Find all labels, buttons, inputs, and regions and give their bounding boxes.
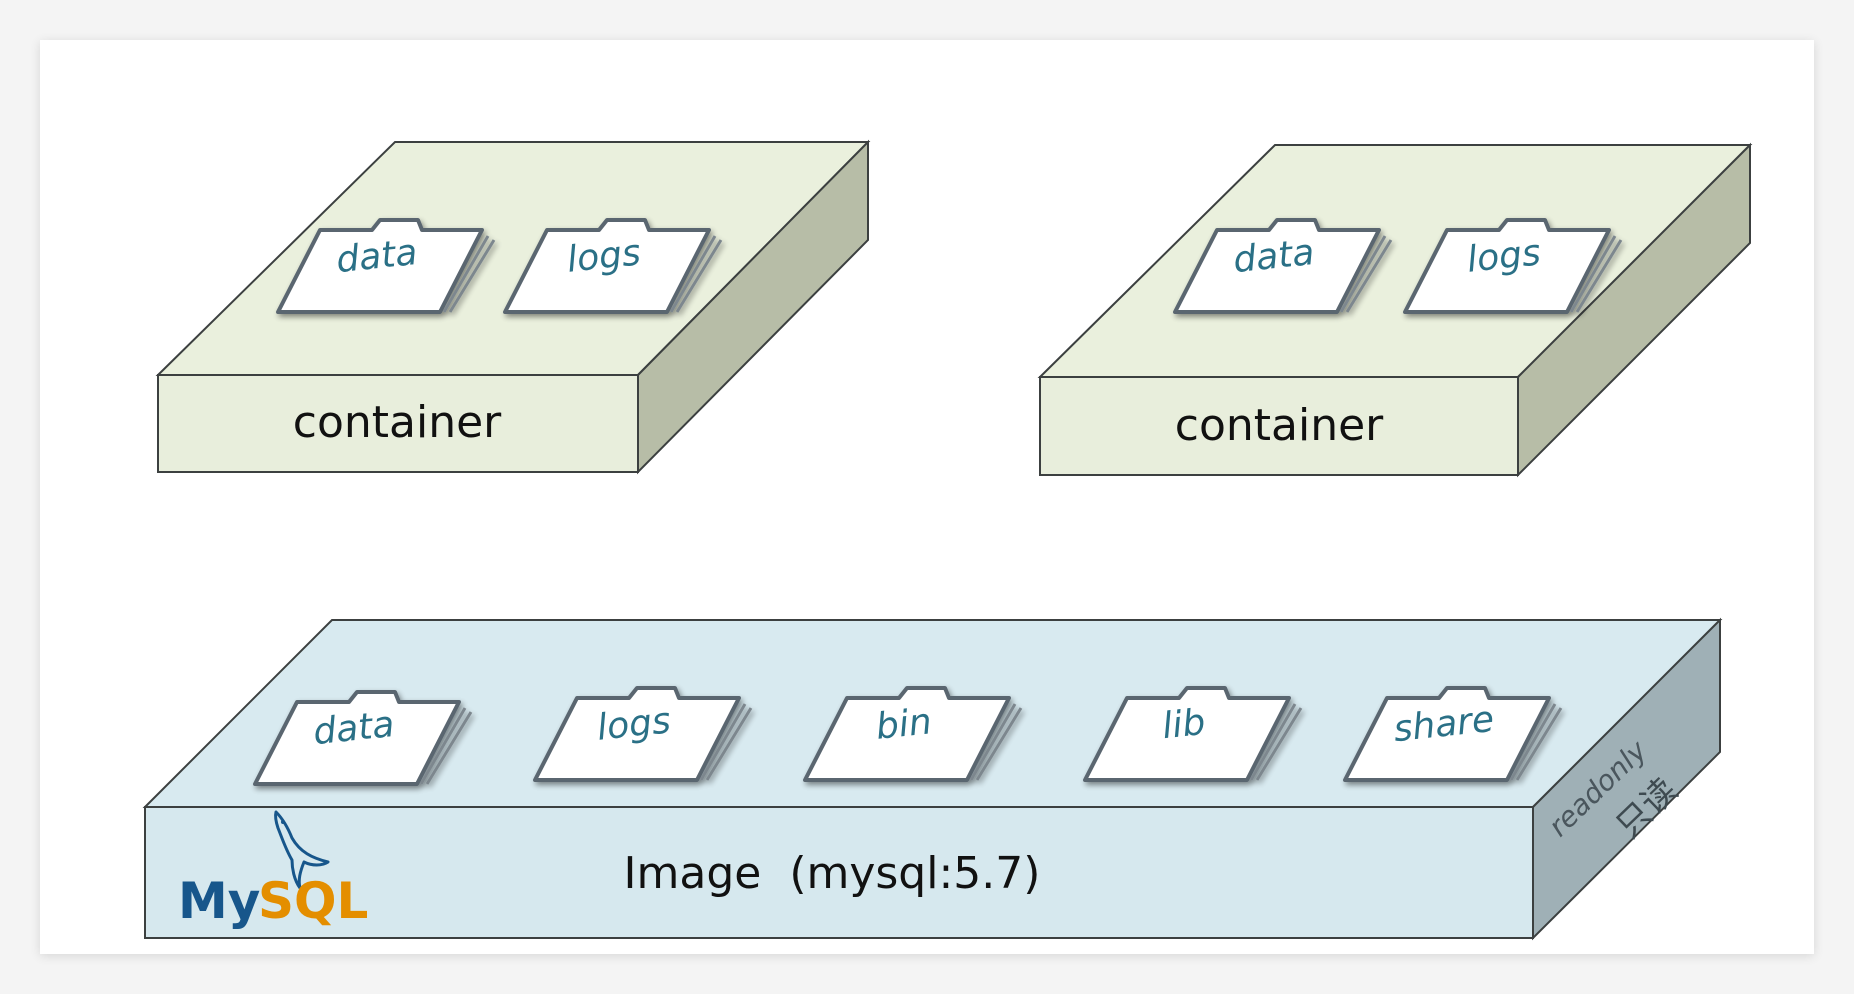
folder-icon: bin [803,686,1023,782]
container-1-label: container [293,397,502,448]
container-box-2: container data logs [1037,142,1753,478]
container-1-folder-data: data [334,232,419,281]
container-2-folder-logs: logs [1465,232,1543,280]
folder-icon: data [1173,218,1393,314]
image-folder-logs: logs [595,700,673,748]
mysql-dolphin-icon [274,810,330,890]
mysql-logo: My SQL [178,810,368,930]
container-box-1: container data logs [155,139,871,475]
image-box: Image (mysql:5.7) readonly 只读 data logs … [142,617,1723,941]
image-folder-lib: lib [1160,702,1207,747]
folder-icon: share [1343,686,1563,782]
folder-icon: logs [533,686,753,782]
folder-icon: data [253,690,473,786]
folder-icon: logs [503,218,723,314]
folder-icon: data [276,218,496,314]
container-2-folder-data: data [1231,232,1316,281]
container-1-folder-logs: logs [565,232,643,280]
container-1-front [157,374,639,473]
image-label: Image (mysql:5.7) [624,848,1041,899]
folder-icon: logs [1403,218,1623,314]
mysql-logo-my: My [178,872,260,930]
image-folder-bin: bin [874,701,934,748]
mysql-logo-sql: SQL [258,872,368,930]
folder-icon: lib [1083,686,1303,782]
image-folder-data: data [311,704,396,753]
image-front [144,806,1534,939]
container-2-front [1039,376,1519,476]
container-2-label: container [1175,400,1384,451]
